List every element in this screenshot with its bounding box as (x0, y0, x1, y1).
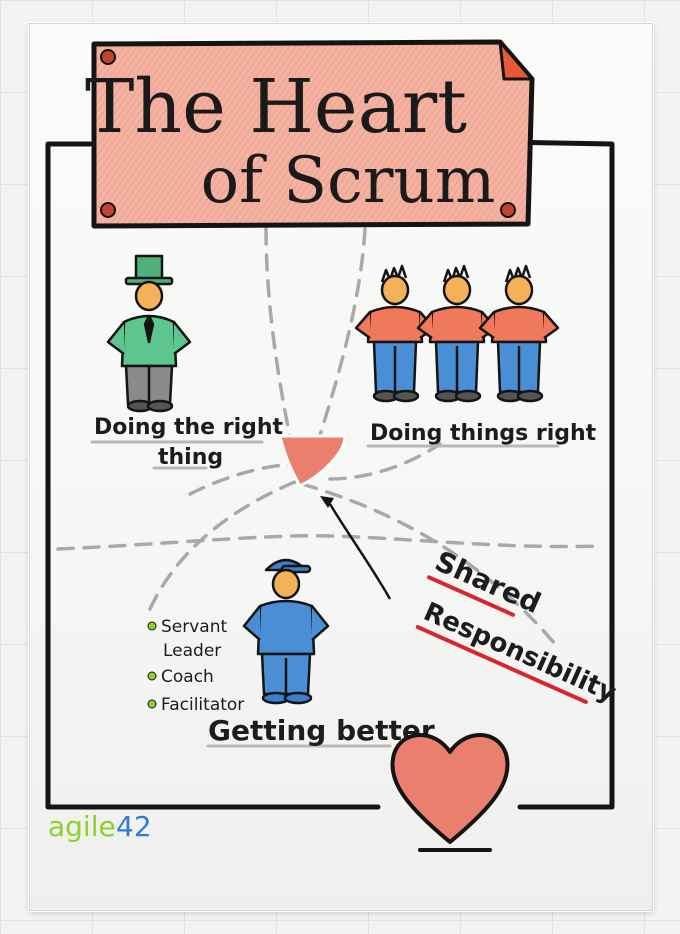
bullet-leader: Leader (163, 641, 221, 661)
heart-icon (390, 733, 510, 844)
title-line-2: of Scrum (201, 144, 496, 218)
arrow-head-icon (320, 496, 334, 508)
center-wedge (278, 434, 347, 488)
team-member-1 (354, 264, 436, 403)
title-line-1: The Heart (85, 64, 467, 150)
team-member-2 (416, 264, 498, 403)
scrum-master-figure (242, 558, 330, 705)
team-member-3 (478, 264, 560, 403)
bullet-coach: Coach (161, 667, 214, 687)
logo-number: 42 (116, 810, 152, 843)
shared-responsibility: Shared Responsibility (415, 544, 621, 709)
flipchart-poster: The Heart of Scrum (29, 23, 653, 911)
label-thing: thing (158, 445, 223, 470)
dashed-dividers (56, 227, 602, 646)
outer-frame (45, 139, 615, 810)
bullet-servant: Servant (161, 617, 227, 637)
label-getting-better: Getting better (208, 714, 435, 747)
label-doing-the-right-thing: Doing the right (94, 415, 284, 440)
label-doing-things-right: Doing things right (370, 421, 597, 446)
shared-arrow (328, 503, 392, 600)
product-owner-figure (106, 254, 192, 413)
agile42-logo: agile 42 (48, 810, 152, 843)
label-underlines (90, 440, 560, 748)
team-figures (354, 264, 560, 403)
heart-of-scrum-drawing: The Heart of Scrum (45, 39, 621, 852)
title-banner: The Heart of Scrum (85, 39, 535, 229)
bullet-facilitator: Facilitator (161, 695, 244, 715)
logo-word: agile (48, 810, 116, 843)
scrum-master-bullets: Servant Leader Coach Facilitator (147, 617, 244, 715)
